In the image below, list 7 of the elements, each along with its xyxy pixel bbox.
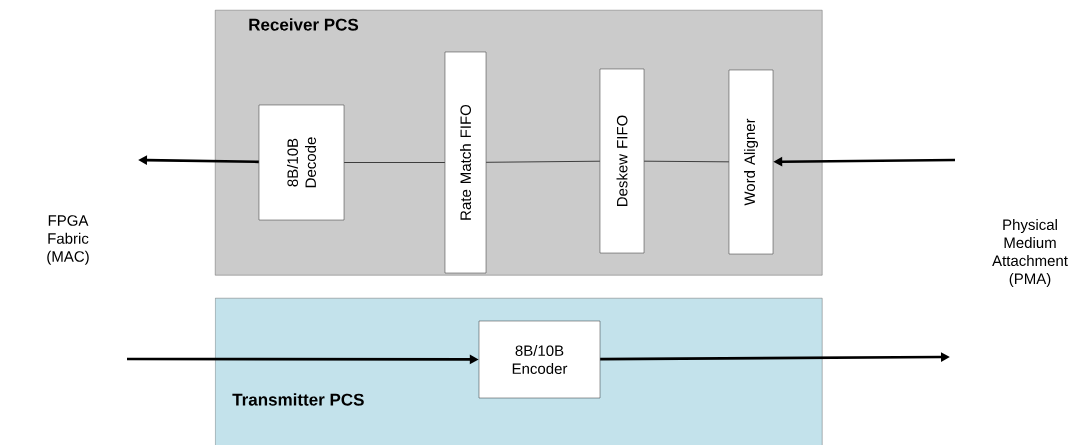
- process-box: Word Aligner: [728, 69, 774, 255]
- process-box: 8B/10B Decode: [258, 104, 345, 221]
- process-box: 8B/10B Encoder: [478, 320, 601, 399]
- side-label: FPGA Fabric (MAC): [47, 215, 89, 265]
- side-label: Physical Medium Attachment (PMA): [992, 219, 1068, 287]
- process-box: Rate Match FIFO: [444, 51, 487, 274]
- process-box: Deskew FIFO: [599, 68, 645, 254]
